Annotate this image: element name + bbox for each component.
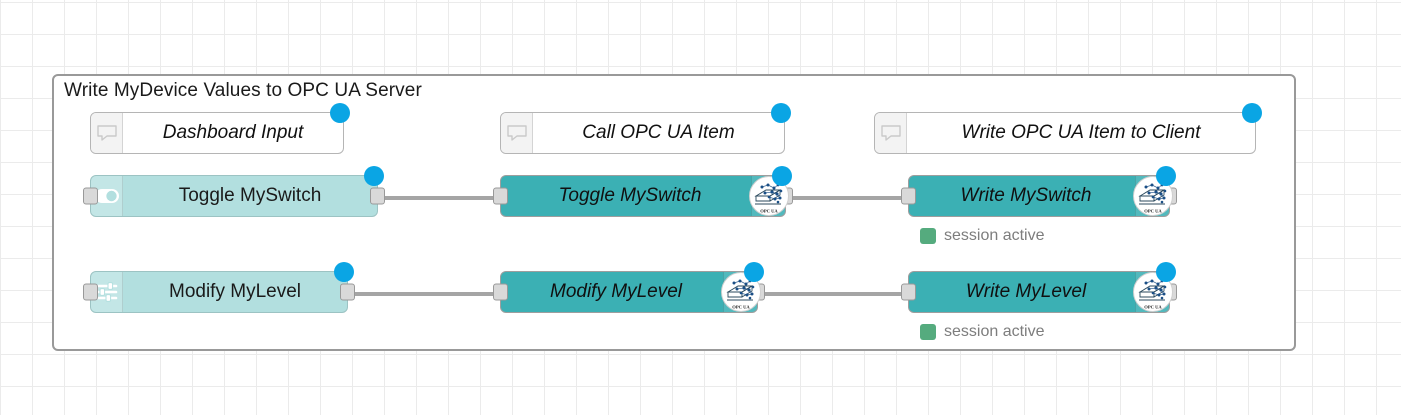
node-label: Toggle MySwitch — [558, 185, 702, 206]
node-call-modify-mylevel-opcua[interactable]: Modify MyLevel — [493, 262, 765, 313]
node-modify-mylevel-dashboard[interactable]: Modify MyLevel — [83, 262, 355, 313]
node-input-port[interactable] — [493, 187, 508, 205]
node-output-port[interactable] — [340, 283, 355, 301]
node-label: Modify MyLevel — [550, 281, 682, 302]
node-input-port[interactable] — [83, 187, 98, 205]
status-badge-write-mylevel: session active — [920, 323, 1045, 341]
status-text: session active — [944, 227, 1045, 244]
node-output-port[interactable] — [370, 187, 385, 205]
status-text: session active — [944, 323, 1045, 340]
wire-call-to-write — [786, 196, 910, 200]
comment-label: Call OPC UA Item — [582, 122, 735, 143]
unsaved-changes-badge — [330, 103, 350, 123]
comment-bubble-icon — [501, 113, 533, 153]
node-input-port[interactable] — [493, 283, 508, 301]
status-badge-write-myswitch: session active — [920, 227, 1045, 245]
node-input-port[interactable] — [901, 187, 916, 205]
node-call-toggle-myswitch-opcua[interactable]: Toggle MySwitch — [493, 166, 793, 217]
comment-node-write-opc-ua-item-to-client[interactable]: Write OPC UA Item to Client — [874, 103, 1262, 154]
status-indicator-dot — [920, 228, 936, 244]
unsaved-changes-badge — [364, 166, 384, 186]
node-label: Write MyLevel — [965, 281, 1087, 302]
svg-text:OPC UA: OPC UA — [732, 305, 750, 310]
wire-callmodify-to-write — [758, 292, 910, 296]
group-title: Write MyDevice Values to OPC UA Server — [64, 80, 422, 101]
node-label: Modify MyLevel — [169, 281, 301, 302]
wire-toggle-to-call — [378, 196, 502, 200]
comment-label: Write OPC UA Item to Client — [961, 122, 1201, 143]
comment-node-dashboard-input[interactable]: Dashboard Input — [90, 103, 350, 154]
node-input-port[interactable] — [901, 283, 916, 301]
unsaved-changes-badge — [744, 262, 764, 282]
node-toggle-myswitch-dashboard[interactable]: Toggle MySwitch — [83, 166, 385, 217]
unsaved-changes-badge — [1156, 262, 1176, 282]
svg-text:OPC UA: OPC UA — [760, 209, 778, 214]
node-write-mylevel-opcua[interactable]: Write MyLevel — [901, 262, 1177, 313]
node-write-myswitch-opcua[interactable]: Write MySwitch — [901, 166, 1177, 217]
unsaved-changes-badge — [771, 103, 791, 123]
status-indicator-dot — [920, 324, 936, 340]
comment-bubble-icon — [875, 113, 907, 153]
svg-text:OPC UA: OPC UA — [1144, 305, 1162, 310]
node-input-port[interactable] — [83, 283, 98, 301]
comment-bubble-icon — [91, 113, 123, 153]
comment-label: Dashboard Input — [162, 122, 304, 143]
node-label: Toggle MySwitch — [178, 185, 322, 206]
node-label: Write MySwitch — [960, 185, 1092, 206]
unsaved-changes-badge — [772, 166, 792, 186]
unsaved-changes-badge — [334, 262, 354, 282]
unsaved-changes-badge — [1156, 166, 1176, 186]
comment-node-call-opc-ua-item[interactable]: Call OPC UA Item — [500, 103, 791, 154]
wire-level-to-call — [348, 292, 502, 296]
unsaved-changes-badge — [1242, 103, 1262, 123]
svg-text:OPC UA: OPC UA — [1144, 209, 1162, 214]
